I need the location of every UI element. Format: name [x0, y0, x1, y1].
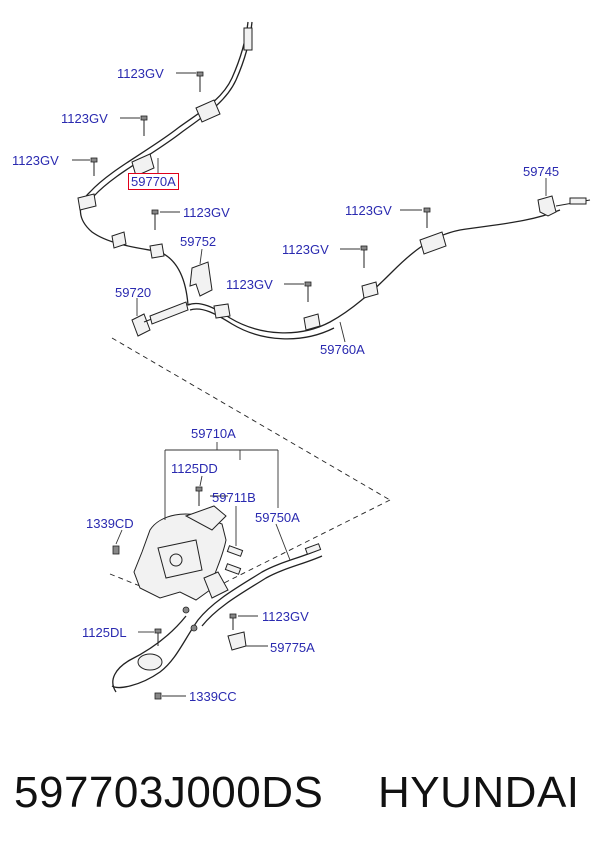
- part-label-1123GV[interactable]: 1123GV: [117, 66, 164, 81]
- bolt-icon: [423, 207, 431, 228]
- part-label-1123GV[interactable]: 1123GV: [282, 242, 329, 257]
- part-label-59752[interactable]: 59752: [180, 234, 217, 249]
- fastener-icon: [182, 606, 190, 614]
- cable-end-right: [569, 197, 587, 205]
- screw-icon: [112, 545, 120, 555]
- part-label-59711B[interactable]: 59711B: [212, 490, 256, 505]
- part-label-59745[interactable]: 59745: [523, 164, 560, 179]
- part-label-59760A[interactable]: 59760A: [320, 342, 365, 357]
- part-label-1125DL[interactable]: 1125DL: [82, 625, 127, 640]
- part-label-1123GV[interactable]: 1123GV: [345, 203, 392, 218]
- clip-59720: [131, 313, 151, 337]
- bolt-icon: [195, 486, 203, 506]
- part-label-1123GV[interactable]: 1123GV: [226, 277, 273, 292]
- grommet: [137, 653, 163, 671]
- cable-bracket-upper: [195, 99, 221, 123]
- lever-pivot: [169, 553, 183, 567]
- bracket-59752: [189, 261, 213, 297]
- bolt-icon: [196, 71, 204, 92]
- adjuster-rod: [149, 301, 189, 325]
- part-number-text: 597703J000DS: [14, 768, 324, 817]
- part-label-59750A[interactable]: 59750A: [255, 510, 300, 525]
- cable-bracket-left: [77, 193, 97, 211]
- bolt-icon: [304, 281, 312, 302]
- dashed-link-1: [111, 337, 391, 501]
- part-label-1123GV[interactable]: 1123GV: [183, 205, 230, 220]
- cable-59760A: [187, 209, 561, 334]
- cable-clip-lower-2: [149, 243, 165, 259]
- bracket-59775A: [227, 631, 247, 651]
- pin-59711B: [224, 563, 242, 575]
- bolt-icon: [151, 209, 159, 230]
- cable-59770A: [79, 21, 249, 306]
- part-label-1339CC[interactable]: 1339CC: [189, 689, 237, 704]
- cable-clip-right-3: [361, 281, 379, 299]
- cable-end-front: [304, 543, 322, 555]
- part-label-1123GV[interactable]: 1123GV: [262, 609, 309, 624]
- cable-clip-right-2: [303, 313, 321, 331]
- cable-clip-right-4: [419, 231, 447, 255]
- cable-clip-lower: [111, 231, 127, 249]
- cable-end-top: [243, 27, 253, 51]
- bolt-icon: [360, 245, 368, 268]
- part-label-59710A[interactable]: 59710A: [191, 426, 236, 441]
- dashed-link-2: [221, 499, 391, 585]
- bolt-icon: [229, 613, 237, 630]
- pin-59711B: [226, 545, 244, 557]
- lever-arm: [203, 571, 229, 599]
- part-label-1123GV[interactable]: 1123GV: [61, 111, 108, 126]
- fastener-icon: [190, 624, 198, 632]
- dashed-link-3: [109, 573, 151, 591]
- parking-brake-cable-diagram: [72, 21, 591, 700]
- bolt-icon: [154, 628, 162, 646]
- cable-clip-right-1: [213, 303, 231, 319]
- brand-text: HYUNDAI: [378, 768, 580, 817]
- lever-handle: [184, 505, 227, 531]
- part-label-59775A[interactable]: 59775A: [270, 640, 315, 655]
- cable-59750A: [111, 549, 319, 689]
- cable-bracket-mid: [131, 153, 155, 177]
- part-label-59720[interactable]: 59720: [115, 285, 152, 300]
- part-label-59770A-highlighted[interactable]: 59770A: [128, 173, 179, 190]
- bolt-icon: [90, 157, 98, 176]
- part-label-1339CD[interactable]: 1339CD: [86, 516, 134, 531]
- screw-icon: [154, 692, 162, 700]
- equalizer-59745: [537, 195, 557, 217]
- part-label-1125DD[interactable]: 1125DD: [171, 461, 218, 476]
- part-label-1123GV[interactable]: 1123GV: [12, 153, 59, 168]
- bolt-icon: [140, 115, 148, 136]
